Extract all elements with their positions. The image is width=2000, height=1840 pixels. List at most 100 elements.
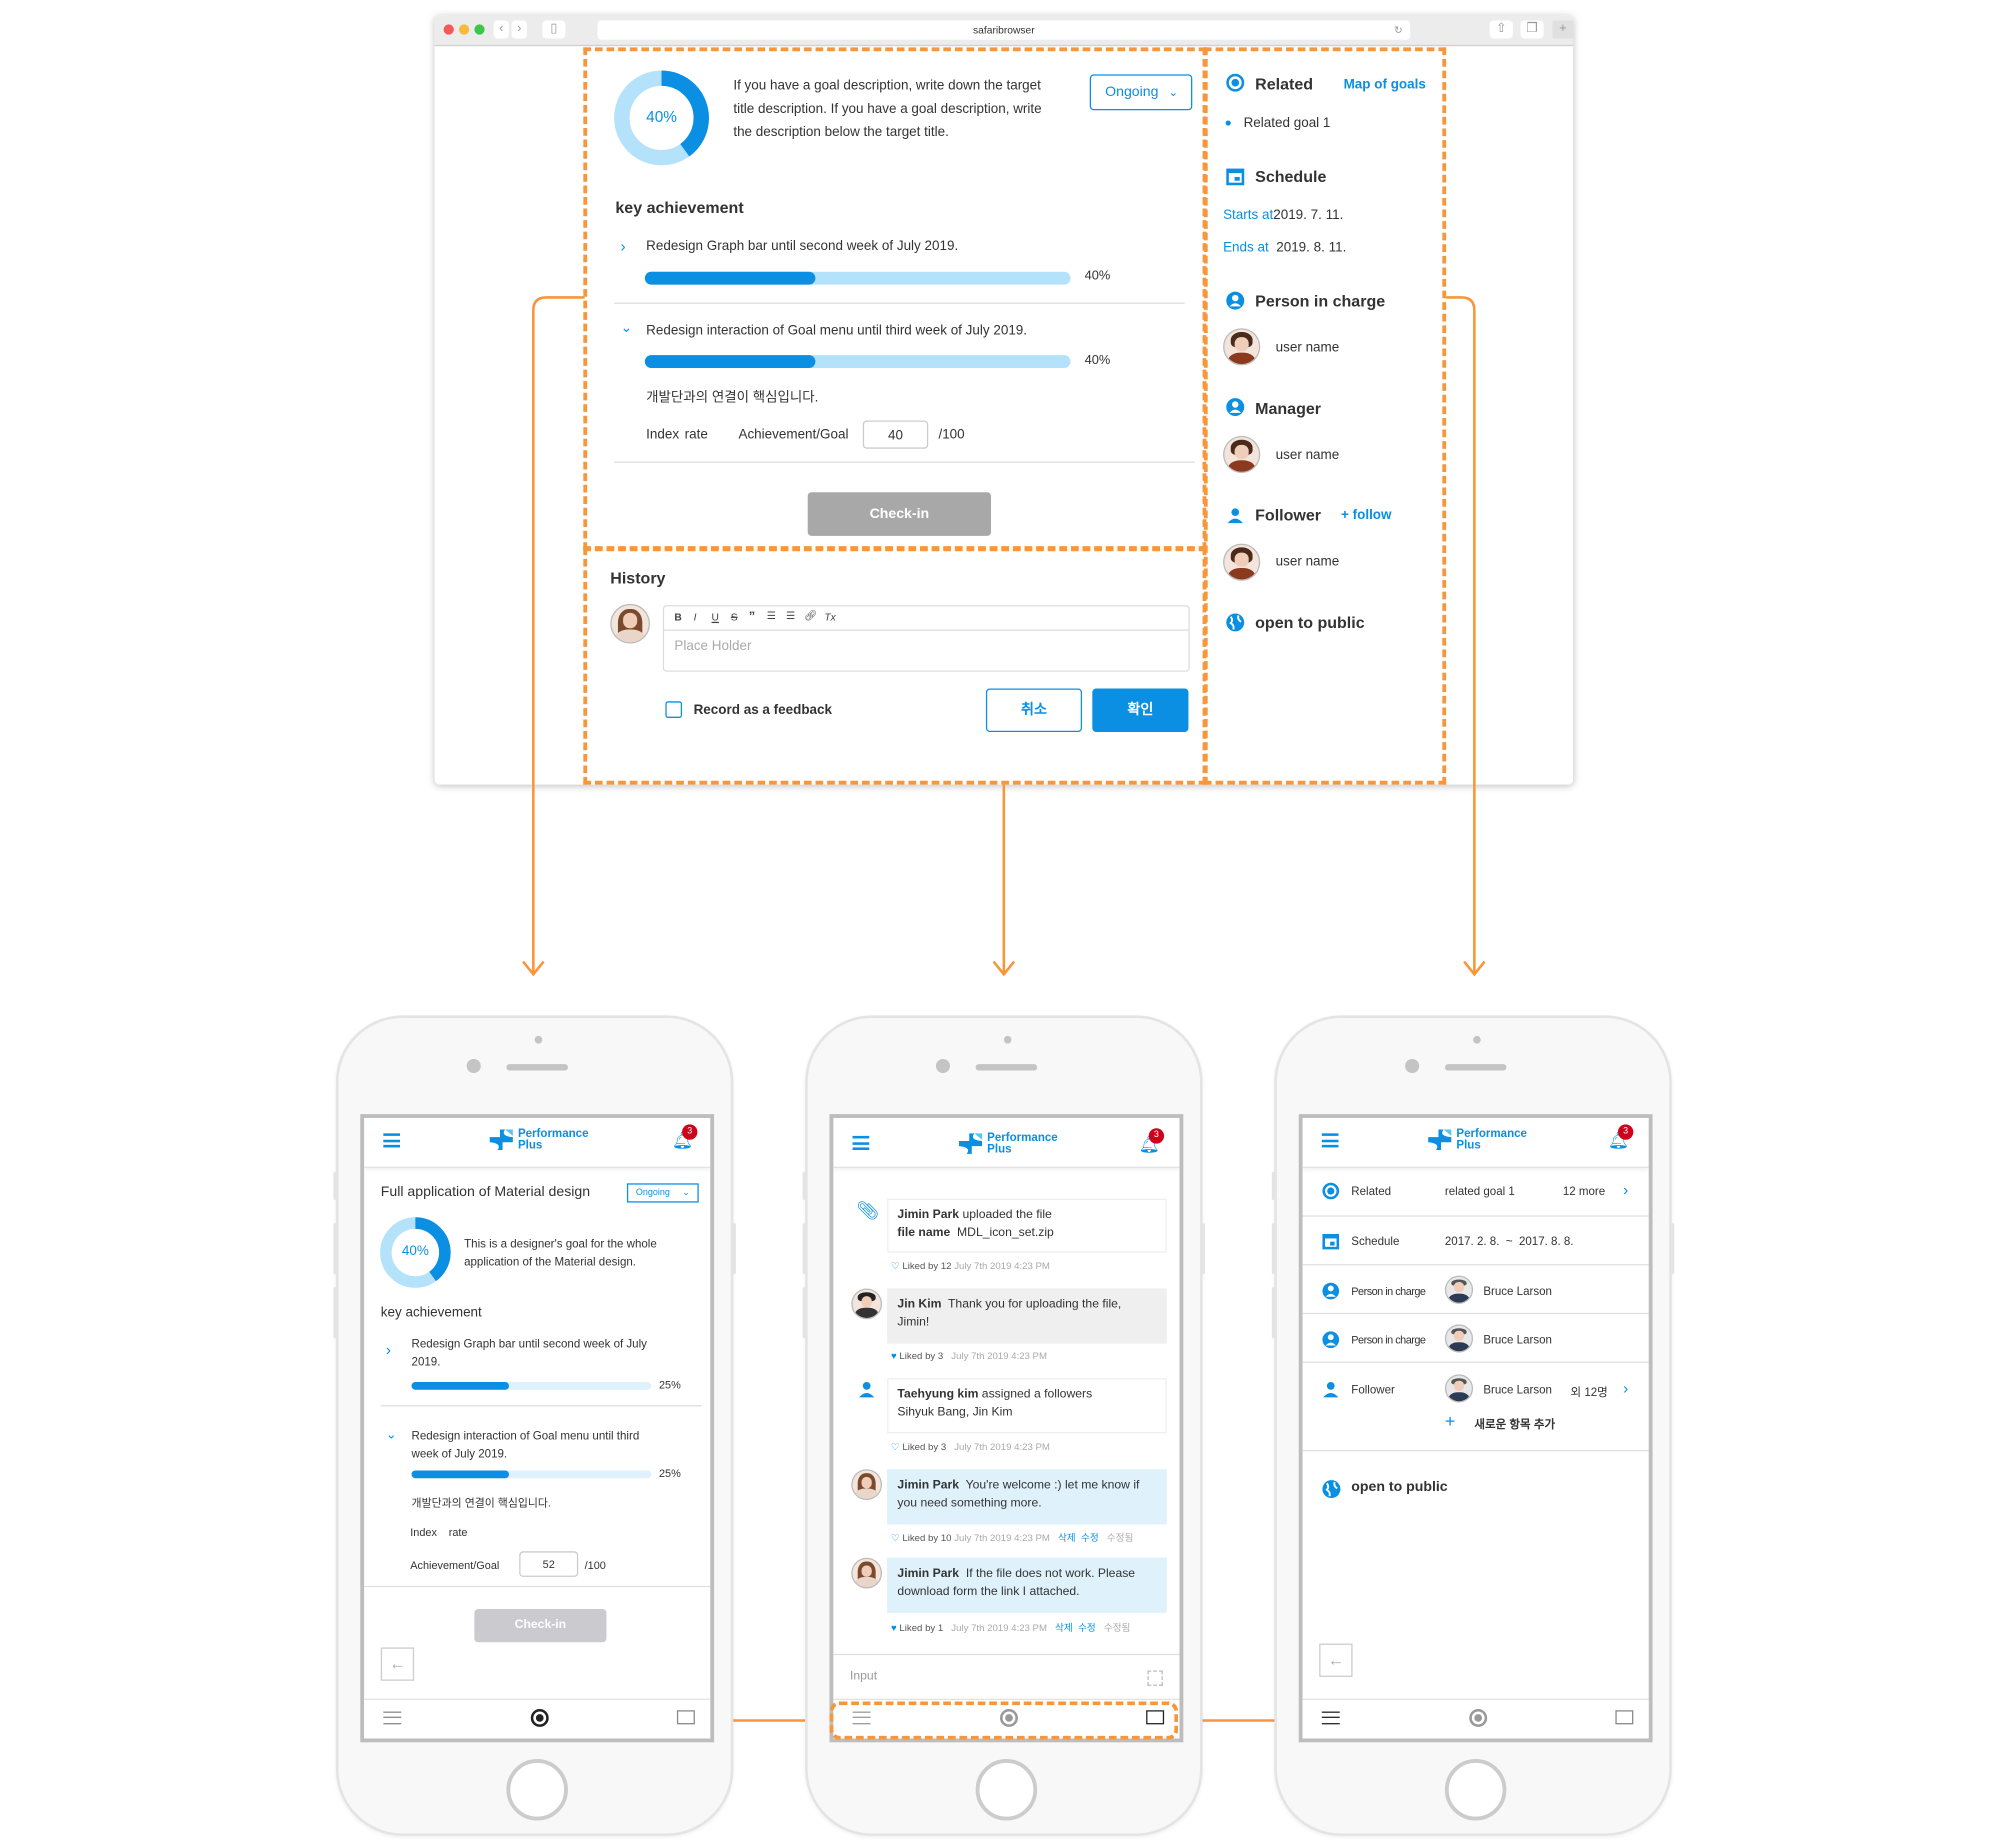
delete-link[interactable]: 삭제 [1057,1532,1076,1544]
comment-nav-icon[interactable] [676,1710,695,1725]
plus-icon[interactable]: + [1444,1410,1456,1431]
strikethrough-icon[interactable]: S [730,611,738,624]
person-icon [1226,397,1245,417]
user-name[interactable]: Bruce Larson [1483,1383,1552,1397]
list-nav-icon[interactable] [383,1711,402,1725]
user-name[interactable]: user name [1275,553,1340,570]
status-dropdown[interactable]: Ongoing⌄ [1089,74,1193,111]
heart-outline-icon[interactable]: ♡ [891,1532,900,1544]
key-result-title[interactable]: Redesign interaction of Goal menu until … [411,1429,640,1461]
user-name[interactable]: Bruce Larson [1483,1284,1552,1298]
feedback-checkbox[interactable] [665,701,683,718]
key-result-note: 개발단과의 연결이 핵심입니다. [411,1496,551,1509]
close-window-button[interactable] [443,24,454,35]
end-date: 2019. 8. 11. [1276,239,1347,256]
achievement-input[interactable]: 40 [862,420,929,449]
home-button[interactable] [1444,1758,1507,1821]
sidebar-toggle-icon[interactable]: ▯ [542,20,566,39]
achievement-input[interactable]: 52 [519,1551,579,1577]
home-button[interactable] [975,1758,1038,1821]
comment-nav-icon[interactable] [1146,1710,1165,1725]
cancel-button[interactable]: 취소 [985,688,1083,733]
underline-icon[interactable]: U [711,611,719,624]
edit-link[interactable]: 수정 [1078,1621,1096,1634]
menu-icon[interactable] [383,1133,400,1148]
chevron-down-icon: ⌄ [1168,85,1179,99]
feed-item: Jimin Park You're welcome :) let me know… [887,1469,1167,1525]
edit-link[interactable]: 수정 [1081,1532,1099,1544]
bold-icon[interactable]: B [674,611,682,624]
link-icon[interactable]: 🔗︎ [803,610,817,622]
person-icon [1322,1331,1340,1349]
key-result-title[interactable]: Redesign interaction of Goal menu until … [646,323,1028,339]
quote-icon[interactable]: ” [748,610,756,625]
goal-description: If you have a goal description, write do… [733,78,1042,140]
chevron-right-icon[interactable]: › [1623,1379,1629,1398]
chevron-right-icon[interactable]: › [1623,1180,1629,1199]
follow-link[interactable]: + follow [1341,507,1392,524]
minimize-window-button[interactable] [458,24,470,35]
back-icon[interactable]: ‹ [493,20,509,39]
heart-outline-icon[interactable]: ♡ [891,1260,900,1272]
maximize-window-button[interactable] [474,24,485,35]
address-bar[interactable]: safaribrowser ↻ [597,20,1411,40]
goal-title: Full application of Material design [380,1184,591,1200]
map-of-goals-link[interactable]: Map of goals [1343,76,1426,93]
check-in-button[interactable]: Check-in [474,1608,607,1643]
attachment-icon: 📎︎ [856,1199,880,1221]
status-dropdown[interactable]: Ongoing⌄ [626,1183,699,1203]
italic-icon[interactable]: I [693,611,697,624]
tabs-icon[interactable]: ❐ [1520,20,1544,39]
annotation-sidebar-area [1203,47,1447,785]
menu-icon[interactable] [1321,1133,1339,1148]
user-name[interactable]: user name [1275,339,1340,356]
list-nav-icon[interactable] [852,1711,871,1725]
check-in-button[interactable]: Check-in [807,492,992,536]
back-arrow-icon[interactable]: ← [380,1647,415,1681]
new-tab-button[interactable]: + [1552,20,1574,39]
add-item-button[interactable]: 새로운 항목 추가 [1474,1417,1556,1431]
follower-heading: Follower [1255,506,1322,525]
comment-input[interactable]: Input [849,1669,878,1684]
open-to-public-toggle[interactable]: open to public [1255,614,1365,633]
confirm-button[interactable]: 확인 [1092,688,1189,733]
key-result-title[interactable]: Redesign Graph bar until second week of … [411,1337,647,1368]
related-goal-link[interactable]: related goal 1 [1444,1184,1515,1198]
file-link[interactable]: MDL_icon_set.zip [957,1225,1054,1240]
heart-outline-icon[interactable]: ♡ [891,1441,900,1453]
clear-format-icon[interactable]: Tx [824,611,836,624]
back-arrow-icon[interactable]: ← [1319,1643,1353,1677]
related-goal-link[interactable]: Related goal 1 [1243,115,1331,131]
heart-filled-icon[interactable]: ♥ [891,1349,897,1362]
reload-icon[interactable]: ↻ [1393,24,1403,36]
list-nav-icon[interactable] [1321,1711,1340,1725]
goal-nav-icon[interactable] [1469,1708,1488,1727]
heart-filled-icon[interactable]: ♥ [891,1621,897,1634]
open-to-public-toggle[interactable]: open to public [1351,1479,1448,1495]
index-label: Index [410,1525,437,1539]
url-text: safaribrowser [973,24,1035,36]
share-icon[interactable]: ⇧ [1489,20,1513,39]
user-name[interactable]: Bruce Larson [1483,1333,1552,1347]
more-related-link[interactable]: 12 more [1562,1184,1606,1198]
chevron-down-icon[interactable]: ⌄ [620,320,633,336]
history-editor[interactable]: B I U S ” ☰ ☰ 🔗︎ Tx Place Holder [662,605,1190,672]
chevron-right-icon[interactable]: › [620,237,626,256]
comment-nav-icon[interactable] [1615,1710,1634,1725]
chevron-down-icon[interactable]: ⌄ [385,1428,397,1443]
feedback-label[interactable]: Record as a feedback [693,702,833,718]
expand-icon[interactable] [1147,1670,1163,1686]
user-name[interactable]: user name [1275,447,1340,463]
chevron-right-icon[interactable]: › [385,1341,392,1359]
key-result-title[interactable]: Redesign Graph bar until second week of … [646,238,959,254]
home-button[interactable] [506,1758,568,1821]
ordered-list-icon[interactable]: ☰ [766,610,776,622]
follower-count: 외 12명 [1570,1385,1608,1399]
forward-icon[interactable]: › [511,20,527,39]
goal-nav-icon[interactable] [530,1708,549,1727]
menu-icon[interactable] [852,1135,870,1150]
bullet-list-icon[interactable]: ☰ [785,610,796,622]
avatar [1444,1324,1474,1353]
goal-nav-icon[interactable] [999,1708,1018,1727]
delete-link[interactable]: 삭제 [1055,1621,1073,1634]
